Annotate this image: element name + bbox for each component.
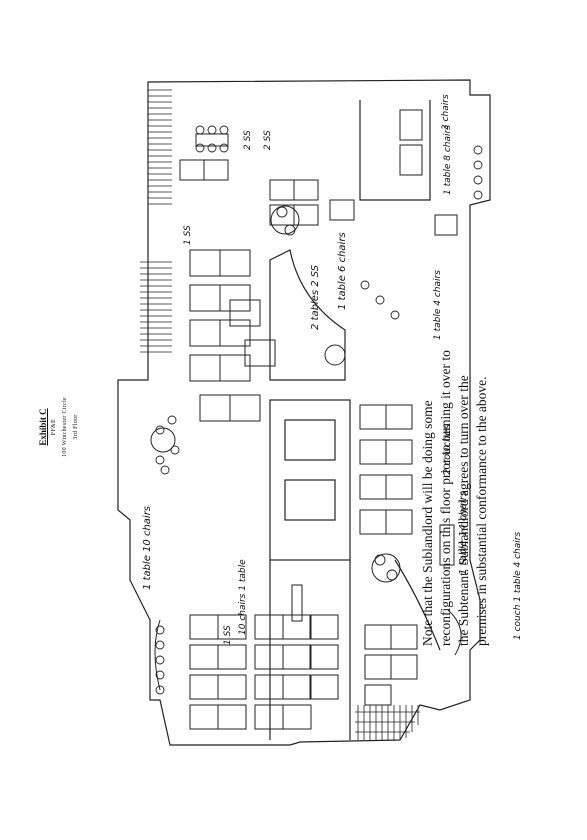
chairs: [155, 125, 483, 695]
workstation-cluster-right: [359, 404, 418, 706]
round-table: [270, 205, 300, 235]
annotation-4: 2 couches: [442, 424, 453, 475]
conference-table: [195, 133, 229, 147]
exhibit-line3: 3rd Floor: [73, 414, 79, 440]
hatch-bottom-right: [355, 705, 420, 740]
annotation-12: 10 chairs 1 table: [238, 559, 248, 635]
annotation-8: 3 chairs: [441, 94, 451, 130]
hatch-top-left: [148, 89, 172, 205]
annotation-10: 1 SS: [183, 225, 193, 245]
building-core: [269, 399, 351, 561]
exhibit-header: Exhibit C FF&E 100 Winchester Circle 3rd…: [38, 357, 82, 497]
note-line: the Subtenant. Sublandlord agrees to tur…: [456, 375, 471, 646]
hatch-left: [140, 261, 172, 353]
annotation-11: 1 table 4 chairs: [433, 270, 443, 340]
annotation-13: 1 SS: [223, 625, 233, 645]
annotation-5: 1 table 6 chairs: [337, 232, 348, 310]
workstation-cluster-left: [189, 249, 276, 422]
workstation-cluster-bottom: [189, 614, 339, 730]
round-table: [324, 344, 346, 366]
note-line: reconfigurations on this floor prior to …: [438, 350, 453, 646]
building-outline: [117, 79, 491, 746]
round-table: [371, 553, 401, 583]
conference-table: [291, 584, 303, 622]
note-line: Note that the Sublandlord will be doing …: [420, 400, 435, 646]
annotation-1: 1 table 10 chairs: [142, 506, 153, 590]
annotation-3: 1 couch 1 table 4 chairs: [513, 532, 523, 640]
annotation-2: 1 table 14 chairs: [458, 491, 469, 575]
exhibit-title: Exhibit C: [38, 408, 48, 446]
exhibit-line1: FF&E: [51, 418, 57, 436]
conference-table: [439, 524, 455, 566]
sublandlord-note: Note that the Sublandlord will be doing …: [419, 286, 491, 646]
note-line: premises in substantial conformance to t…: [474, 376, 489, 646]
annotation-6: 2 tables 2 SS: [310, 264, 321, 330]
annotation-7: 1 table 8 chairs: [443, 125, 453, 195]
round-table: [150, 427, 176, 453]
annotation-9: 2 SS: [263, 130, 273, 150]
workstation-cluster-top: [179, 109, 458, 236]
exhibit-line2: 100 Winchester Circle: [62, 397, 68, 457]
annotation-14: 2 SS: [243, 130, 253, 150]
